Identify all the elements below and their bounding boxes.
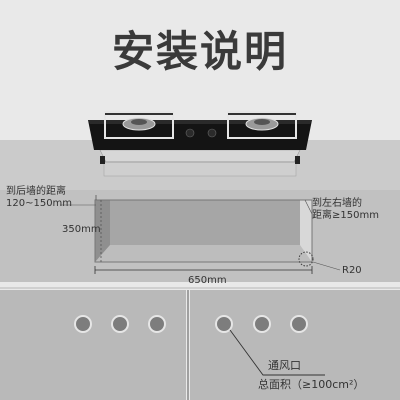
- page-title: 安装说明: [111, 27, 288, 76]
- width-label: 650mm: [188, 275, 227, 286]
- vent-hole-icon: [148, 315, 166, 333]
- knob-right: [207, 128, 217, 138]
- cabinet-door-left: [0, 290, 186, 400]
- burner-left: [104, 111, 174, 139]
- vent-hole-icon: [290, 315, 308, 333]
- r20-corner-marker: [298, 251, 314, 267]
- knob-left: [185, 128, 195, 138]
- cutout-right-wall: [300, 200, 312, 262]
- cabinet-door-right: [190, 290, 400, 400]
- vent-hole-icon: [74, 315, 92, 333]
- stove-foot-left: [100, 156, 105, 164]
- cutout-back-wall: [110, 200, 300, 245]
- pointer-line-icon: [229, 329, 325, 376]
- side-wall-pointer: [304, 199, 313, 215]
- radius-label: R20: [342, 265, 362, 276]
- stove-body-lower: [103, 161, 297, 177]
- vent-hole-icon: [215, 315, 233, 333]
- side-wall-label-line1: 到左右墙的: [312, 198, 362, 209]
- vent-area-label: 总面积（≥100cm²）: [258, 378, 365, 391]
- width-dimension-arrow: [94, 266, 313, 274]
- cutout-floor: [95, 245, 312, 262]
- stove-foot-right: [295, 156, 300, 164]
- cutout-outline: [94, 199, 313, 263]
- vent-holes: [74, 315, 308, 333]
- stove-body: [99, 149, 301, 163]
- cutout-left-wall: [95, 200, 110, 262]
- side-wall-label-line2: 距离≥150mm: [312, 210, 379, 221]
- depth-label: 350mm: [62, 224, 101, 235]
- rear-wall-label-line1: 到后墙的距离: [6, 186, 66, 197]
- vent-title-label: 通风口: [268, 359, 301, 372]
- vent-hole-icon: [253, 315, 271, 333]
- rear-wall-label-line2: 120~150mm: [6, 198, 73, 209]
- vent-hole-icon: [111, 315, 129, 333]
- burner-right: [227, 111, 297, 139]
